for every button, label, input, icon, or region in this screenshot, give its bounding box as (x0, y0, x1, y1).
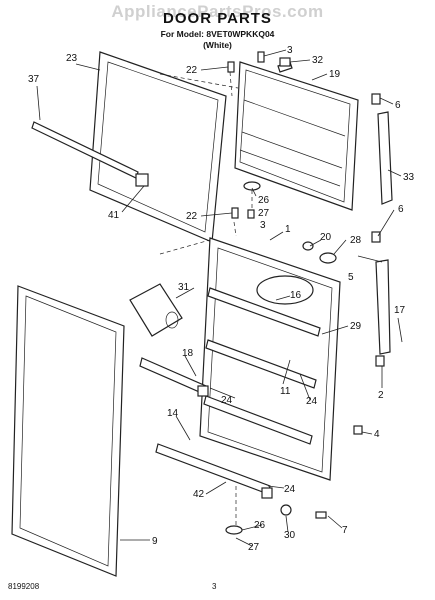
door-stop-26b (225, 525, 243, 535)
upper-hinge (371, 93, 393, 205)
callout-30: 30 (284, 530, 296, 541)
callout-24a: 24 (221, 395, 233, 406)
callout-41: 41 (108, 210, 120, 221)
callout-26a: 26 (258, 195, 270, 206)
callout-26b: 26 (254, 520, 266, 531)
screw-3a (257, 51, 265, 63)
callout-3b: 3 (260, 220, 266, 231)
plug-28 (319, 252, 337, 264)
screw-22a (227, 61, 235, 73)
callout-11: 11 (280, 386, 291, 397)
dairy-bin (129, 283, 183, 337)
color-subtitle: (White) (203, 40, 232, 50)
leader-lines (36, 49, 403, 547)
watermark: AppliancePartsPros.com (111, 2, 324, 21)
callout-6a: 6 (395, 100, 401, 111)
callout-24c: 24 (284, 484, 296, 495)
callout-27a: 27 (258, 208, 270, 219)
shim-32 (279, 57, 291, 67)
callout-6b: 6 (398, 204, 404, 215)
fresh-food-door (199, 237, 341, 481)
freezer-shelf-bar (31, 121, 149, 187)
callout-4: 4 (374, 429, 380, 440)
bracket-4 (353, 425, 363, 435)
callout-31: 31 (178, 282, 190, 293)
callout-20: 20 (320, 232, 332, 243)
door-shelf-bar-18 (139, 357, 209, 397)
callout-19: 19 (329, 69, 341, 80)
callout-27b: 27 (248, 542, 260, 553)
callout-32: 32 (312, 55, 324, 66)
callout-9: 9 (152, 536, 158, 547)
callout-23: 23 (66, 53, 78, 64)
screw-3b (247, 209, 255, 219)
callout-2: 2 (378, 390, 384, 401)
callout-42: 42 (193, 489, 205, 500)
callout-28: 28 (350, 235, 362, 246)
callout-37: 37 (28, 74, 40, 85)
callout-14: 14 (167, 408, 179, 419)
callout-22b: 22 (186, 211, 198, 222)
callout-17: 17 (394, 305, 406, 316)
cap-30 (280, 504, 292, 516)
callout-24b: 24 (306, 396, 318, 407)
page-number: 3 (212, 582, 217, 591)
diagram-number: 8199208 (8, 582, 40, 591)
callout-29: 29 (350, 321, 362, 332)
page-title: DOOR PARTS (163, 10, 272, 27)
callout-7: 7 (342, 525, 348, 536)
callout-18: 18 (182, 348, 194, 359)
clip-7 (315, 511, 327, 519)
freezer-door (234, 61, 359, 211)
model-subtitle: For Model: 8VET0WPKKQ04 (160, 29, 275, 39)
lower-hinge (371, 231, 391, 367)
callout-16: 16 (290, 290, 302, 301)
screw-22b (231, 207, 239, 219)
callout-1: 1 (285, 224, 291, 235)
cap-20 (302, 241, 314, 251)
callout-3a: 3 (287, 45, 293, 56)
callout-22a: 22 (186, 65, 198, 76)
callout-33: 33 (403, 172, 415, 183)
callout-5: 5 (348, 272, 354, 283)
fresh-food-gasket (11, 285, 125, 577)
door-shelf-bar-42 (155, 443, 273, 499)
